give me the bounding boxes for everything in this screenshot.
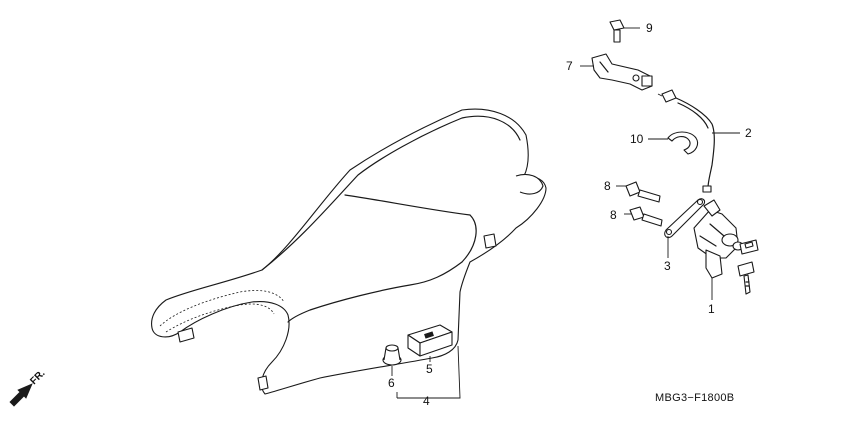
part-6-stopper xyxy=(382,344,402,366)
seat-front-tab xyxy=(177,327,195,343)
callout-8-lower: 8 xyxy=(610,208,617,222)
front-direction-indicator: FR. xyxy=(9,368,48,407)
seat-assembly xyxy=(151,108,547,395)
part-3-link-plate xyxy=(664,198,706,239)
callout-10: 10 xyxy=(630,132,644,146)
callout-1: 1 xyxy=(708,302,715,316)
key-upper xyxy=(739,239,759,255)
seat-body xyxy=(151,108,547,395)
callout-3: 3 xyxy=(664,259,671,273)
front-arrow-icon xyxy=(9,383,33,407)
key-lower xyxy=(737,261,755,295)
seat-side-ridge xyxy=(287,261,463,323)
seat-top-seam xyxy=(261,115,521,271)
seat-front-panel xyxy=(461,214,477,263)
leader-lines xyxy=(391,27,740,399)
diagram-code: MBG3−F1800B xyxy=(655,392,734,404)
callout-4: 4 xyxy=(423,394,430,408)
callout-7: 7 xyxy=(566,59,573,73)
seat-rear-bump xyxy=(515,173,544,195)
part-10-clip xyxy=(667,131,699,155)
callout-8-upper: 8 xyxy=(604,179,611,193)
callout-9: 9 xyxy=(646,21,653,35)
part-8-bolt-upper xyxy=(625,181,661,203)
callout-6: 6 xyxy=(388,376,395,390)
part-8-bolt-lower xyxy=(629,206,663,227)
seat-rear-hook xyxy=(483,233,497,249)
callout-5: 5 xyxy=(426,362,433,376)
callout-2: 2 xyxy=(745,126,752,140)
part-1-seat-lock xyxy=(693,199,759,295)
part-7-bracket xyxy=(591,53,653,91)
seat-step-line xyxy=(344,194,471,216)
part-9-bolt xyxy=(609,19,625,43)
part-2-cable xyxy=(657,89,715,193)
part-5-cushion xyxy=(407,324,453,357)
seat-stitch-inner xyxy=(165,303,275,333)
seat-bottom-foot xyxy=(257,375,269,391)
